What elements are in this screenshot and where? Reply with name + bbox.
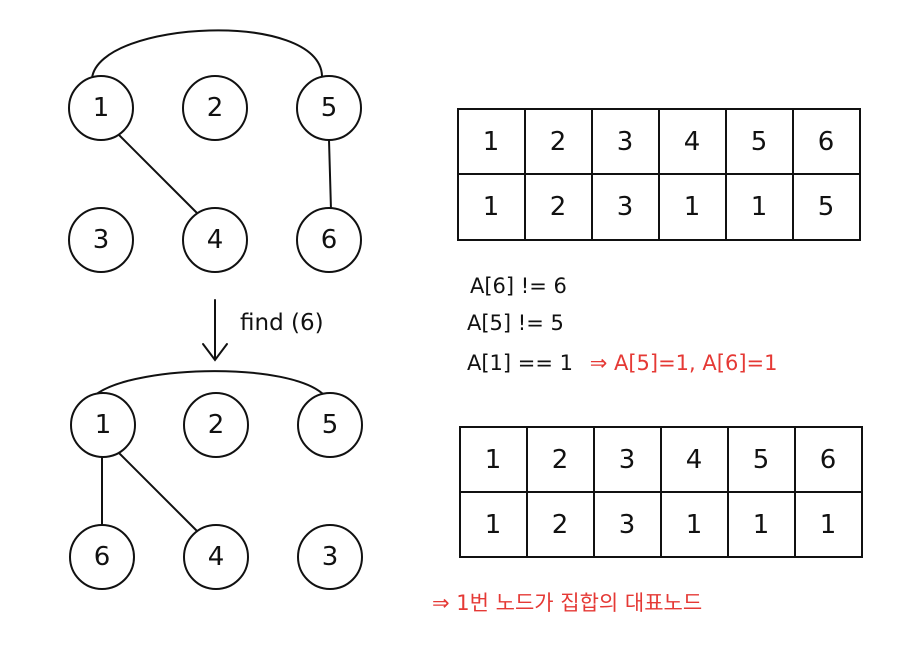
table-cell: 3 — [619, 510, 636, 540]
table-cell: 1 — [483, 192, 500, 222]
edge-1-4 — [116, 132, 198, 214]
node-label: 5 — [321, 93, 338, 123]
node-after-5: 5 — [297, 392, 363, 458]
edge-1-4-after — [117, 451, 199, 533]
node-before-3: 3 — [68, 207, 134, 273]
note-line-2: A[5] != 5 — [467, 311, 564, 335]
table-cell: 6 — [818, 127, 835, 157]
node-label: 2 — [208, 410, 225, 440]
node-after-2: 2 — [183, 392, 249, 458]
table-cell: 4 — [686, 445, 703, 475]
table-cell: 2 — [550, 127, 567, 157]
node-label: 3 — [93, 225, 110, 255]
node-before-5: 5 — [296, 75, 362, 141]
table-cell: 1 — [751, 192, 768, 222]
edge-5-6 — [328, 139, 332, 211]
table-before: 1 2 3 4 5 6 1 2 3 1 1 5 — [457, 108, 861, 241]
node-before-6: 6 — [296, 207, 362, 273]
note-line-3-root-check: A[1] == 1 — [467, 351, 573, 375]
table-after-index-row: 1 2 3 4 5 6 — [459, 426, 863, 493]
table-before-index-row: 1 2 3 4 5 6 — [457, 108, 861, 175]
note-line-3: A[1] == 1 ⇒ A[5]=1, A[6]=1 — [467, 351, 777, 375]
arrow-head — [202, 343, 228, 362]
table-cell: 6 — [820, 445, 837, 475]
node-label: 3 — [322, 542, 339, 572]
node-after-6: 6 — [69, 524, 135, 590]
node-before-2: 2 — [182, 75, 248, 141]
edge-1-5-arc-after — [97, 370, 325, 396]
conclusion-text: ⇒ 1번 노드가 집합의 대표노드 — [432, 591, 702, 615]
table-cell: 3 — [619, 445, 636, 475]
note-line-1: A[6] != 6 — [470, 274, 567, 298]
table-cell: 5 — [753, 445, 770, 475]
node-after-1: 1 — [70, 392, 136, 458]
node-before-1: 1 — [68, 75, 134, 141]
graph-after: 1 2 5 6 4 3 — [69, 370, 363, 590]
find-trace-notes: A[6] != 6 A[5] != 5 A[1] == 1 ⇒ A[5]=1, … — [467, 274, 777, 375]
table-cell: 3 — [617, 192, 634, 222]
table-cell: 2 — [552, 510, 569, 540]
node-label: 4 — [207, 225, 224, 255]
node-label: 5 — [322, 410, 339, 440]
table-cell: 1 — [820, 510, 837, 540]
node-label: 4 — [208, 542, 225, 572]
table-cell: 1 — [753, 510, 770, 540]
node-label: 1 — [93, 93, 110, 123]
node-label: 1 — [95, 410, 112, 440]
node-label: 6 — [321, 225, 338, 255]
table-cell: 1 — [485, 445, 502, 475]
graph-before: 1 2 5 3 4 6 — [68, 29, 362, 273]
node-after-4: 4 — [183, 524, 249, 590]
operation-label: find (6) — [240, 310, 324, 336]
table-cell: 5 — [818, 192, 835, 222]
table-after-parent-row: 1 2 3 1 1 1 — [459, 491, 863, 558]
table-cell: 1 — [485, 510, 502, 540]
node-before-4: 4 — [182, 207, 248, 273]
table-cell: 1 — [684, 192, 701, 222]
table-cell: 2 — [550, 192, 567, 222]
node-label: 6 — [94, 542, 111, 572]
table-cell: 3 — [617, 127, 634, 157]
note-line-3-update: ⇒ A[5]=1, A[6]=1 — [590, 351, 778, 375]
node-label: 2 — [207, 93, 224, 123]
table-cell: 5 — [751, 127, 768, 157]
table-before-parent-row: 1 2 3 1 1 5 — [457, 173, 861, 241]
find-arrow — [202, 299, 228, 362]
table-cell: 4 — [684, 127, 701, 157]
node-after-3: 3 — [297, 524, 363, 590]
edge-1-5-arc — [91, 29, 323, 79]
table-cell: 1 — [483, 127, 500, 157]
table-cell: 1 — [686, 510, 703, 540]
table-cell: 2 — [552, 445, 569, 475]
table-after: 1 2 3 4 5 6 1 2 3 1 1 1 — [459, 426, 863, 558]
